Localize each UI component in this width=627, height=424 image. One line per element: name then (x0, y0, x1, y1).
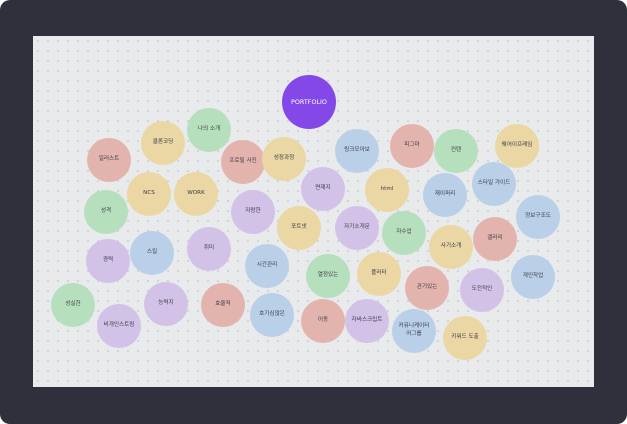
bubble-32[interactable]: 도전적인 (460, 268, 504, 312)
bubble-37[interactable]: 이동 (301, 299, 345, 343)
bubble-23[interactable]: 사기소개 (429, 225, 473, 269)
bubble-19[interactable]: 자수업 (382, 211, 426, 255)
board-canvas[interactable]: PORTFOLIO 나의 소개 클론코딩 일러스트 프로필 사진 성장과정 링크… (33, 36, 594, 387)
bubble-16[interactable]: 자랑한 (231, 190, 275, 234)
bubble-34[interactable]: 효율적 (201, 283, 245, 327)
bubble-36[interactable]: 비개인스트림 (97, 304, 141, 348)
bubble-29[interactable]: 개인작업 (511, 255, 555, 299)
bubble-33[interactable]: 성실한 (51, 283, 95, 327)
bubble-30[interactable]: 능력지 (144, 282, 188, 326)
bubble-27[interactable]: 열정있는 (306, 254, 350, 298)
bubble-17[interactable]: 포트넷 (277, 206, 321, 250)
bubble-15[interactable]: 성격 (84, 190, 128, 234)
bubble-38[interactable]: 자바스크립트 (345, 299, 389, 343)
bubble-21[interactable]: 스킬 (130, 231, 174, 275)
bubble-9[interactable]: NCS (127, 172, 171, 216)
bubble-35[interactable]: 호기심많은 (250, 293, 294, 337)
bubble-14[interactable]: 스타일 가이드 (472, 162, 516, 206)
bubble-24[interactable]: 갤러리 (473, 217, 517, 261)
bubble-28[interactable]: 플러터 (357, 252, 401, 296)
bubble-40[interactable]: 키워드 도출 (443, 316, 487, 360)
bubble-0[interactable]: 나의 소개 (187, 108, 231, 152)
bubble-13[interactable]: 재이퍼리 (423, 173, 467, 217)
bubble-8[interactable]: 웨어이프레임 (495, 124, 539, 168)
bubble-20[interactable]: 정보구조도 (516, 195, 560, 239)
bubble-6[interactable]: 피그마 (390, 124, 434, 168)
bubble-5[interactable]: 링크모아보 (335, 129, 379, 173)
bubble-26[interactable]: 시간관리 (245, 244, 289, 288)
bubble-10[interactable]: WORK (174, 172, 218, 216)
bubble-39[interactable]: 커뮤니케이터 어그룹 (392, 309, 436, 353)
bubble-11[interactable]: 면재지 (301, 167, 345, 211)
bubble-2[interactable]: 일러스트 (87, 138, 131, 182)
bubble-1[interactable]: 클론코딩 (141, 121, 185, 165)
portfolio-bubble[interactable]: PORTFOLIO (282, 75, 336, 129)
bubble-7[interactable]: 컨텐 (434, 129, 478, 173)
bubble-25[interactable]: 경력 (86, 239, 130, 283)
bubble-3[interactable]: 프로필 사진 (221, 140, 265, 184)
bubble-4[interactable]: 성장과정 (262, 137, 306, 181)
bubble-18[interactable]: 자기소개문 (335, 206, 379, 250)
bubble-12[interactable]: html (365, 168, 409, 212)
bubble-31[interactable]: 관기있는 (405, 266, 449, 310)
bubble-22[interactable]: 취미 (187, 227, 231, 271)
